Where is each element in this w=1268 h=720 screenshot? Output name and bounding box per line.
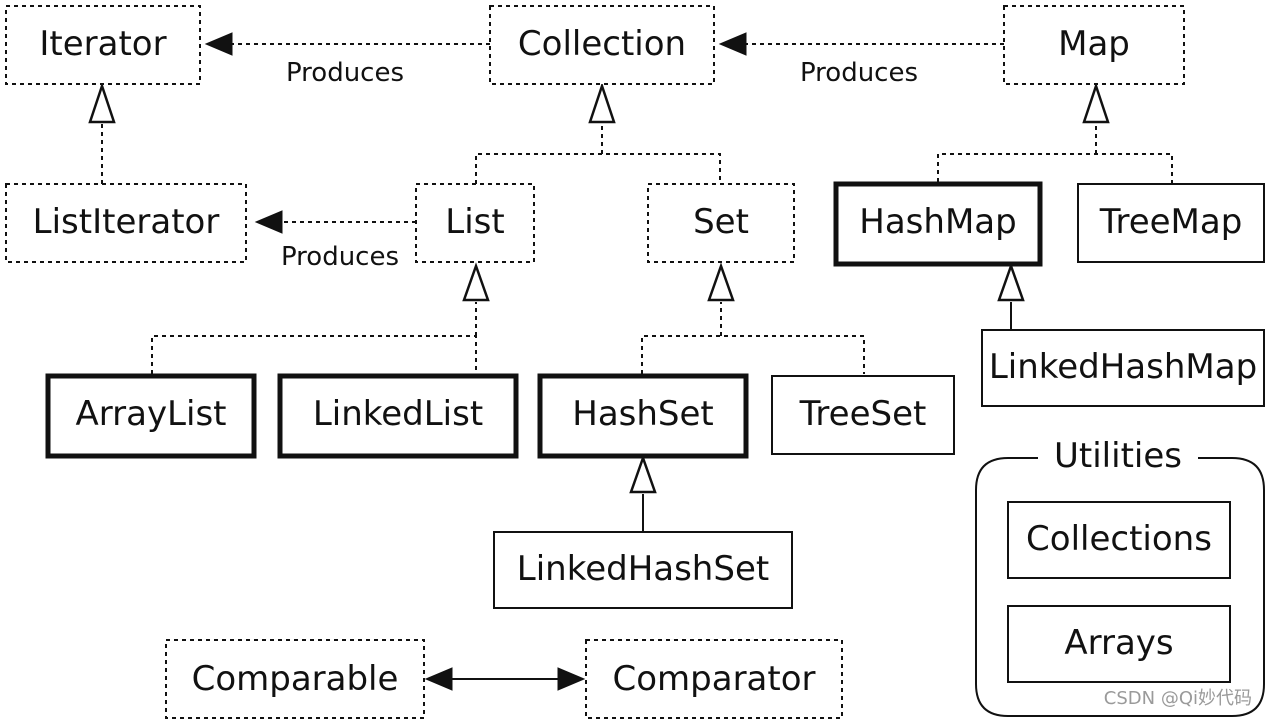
- node-tree-map-label: TreeMap: [1099, 202, 1243, 242]
- node-iterator-label: Iterator: [39, 24, 166, 64]
- node-comparable: Comparable: [165, 639, 425, 719]
- inherit-arrow-set: [707, 262, 735, 302]
- node-hash-map: HashMap: [833, 181, 1043, 267]
- node-list-iterator: ListIterator: [5, 183, 247, 263]
- node-array-list: ArrayList: [45, 373, 257, 459]
- node-hash-set-label: HashSet: [572, 394, 714, 434]
- utilities-arrays-label: Arrays: [1064, 623, 1173, 663]
- label-produces-2: Produces: [800, 58, 918, 88]
- node-set: Set: [647, 183, 795, 263]
- arrowhead-comparable: [424, 667, 453, 691]
- arrowhead-collection: [718, 32, 747, 56]
- node-linked-list-label: LinkedList: [313, 394, 483, 434]
- inherit-arrow-list: [462, 262, 490, 302]
- node-linked-hash-map-label: LinkedHashMap: [989, 347, 1257, 387]
- inherit-arrow-collection: [588, 82, 616, 124]
- inherit-arrow-hashmap: [997, 262, 1025, 302]
- arrowhead-iterator: [204, 32, 233, 56]
- node-collection-label: Collection: [518, 24, 686, 64]
- node-linked-hash-set: LinkedHashSet: [493, 531, 793, 609]
- edge-sets-bar: [641, 335, 865, 374]
- node-set-label: Set: [693, 202, 749, 242]
- inherit-arrow-iterator: [88, 82, 116, 124]
- utilities-frame: [975, 457, 1265, 717]
- node-iterator: Iterator: [5, 5, 201, 85]
- utilities-title: Utilities: [1054, 436, 1182, 476]
- label-produces-3: Produces: [281, 242, 399, 272]
- node-map: Map: [1003, 5, 1185, 85]
- node-tree-set: TreeSet: [771, 375, 955, 455]
- node-tree-map: TreeMap: [1077, 183, 1265, 263]
- label-produces-1: Produces: [286, 58, 404, 88]
- node-comparator-label: Comparator: [612, 659, 815, 699]
- inherit-arrow-map: [1082, 82, 1110, 124]
- node-list-label: List: [445, 202, 504, 242]
- edge-lists-bar: [151, 335, 477, 374]
- edge-maps-bar: [937, 153, 1173, 184]
- node-comparator: Comparator: [585, 639, 843, 719]
- edge-list-set-bar: [475, 153, 721, 184]
- node-comparable-label: Comparable: [192, 659, 399, 699]
- node-linked-list: LinkedList: [277, 373, 519, 459]
- utilities-collections-label: Collections: [1026, 519, 1212, 559]
- node-collection: Collection: [489, 5, 715, 85]
- watermark-text: CSDN @Qi妙代码: [1104, 688, 1252, 709]
- node-hash-map-label: HashMap: [859, 202, 1016, 242]
- arrowhead-comparator: [557, 667, 586, 691]
- node-hash-set: HashSet: [537, 373, 749, 459]
- node-linked-hash-set-label: LinkedHashSet: [517, 549, 769, 589]
- node-array-list-label: ArrayList: [75, 394, 226, 434]
- node-tree-set-label: TreeSet: [799, 394, 927, 434]
- node-list-iterator-label: ListIterator: [33, 202, 220, 242]
- arrowhead-listiterator: [254, 210, 283, 234]
- node-list: List: [415, 183, 535, 263]
- inherit-arrow-hashset: [629, 454, 657, 494]
- utilities-group: Utilities Collections Arrays: [975, 436, 1265, 717]
- node-linked-hash-map: LinkedHashMap: [981, 329, 1265, 407]
- node-map-label: Map: [1058, 24, 1130, 64]
